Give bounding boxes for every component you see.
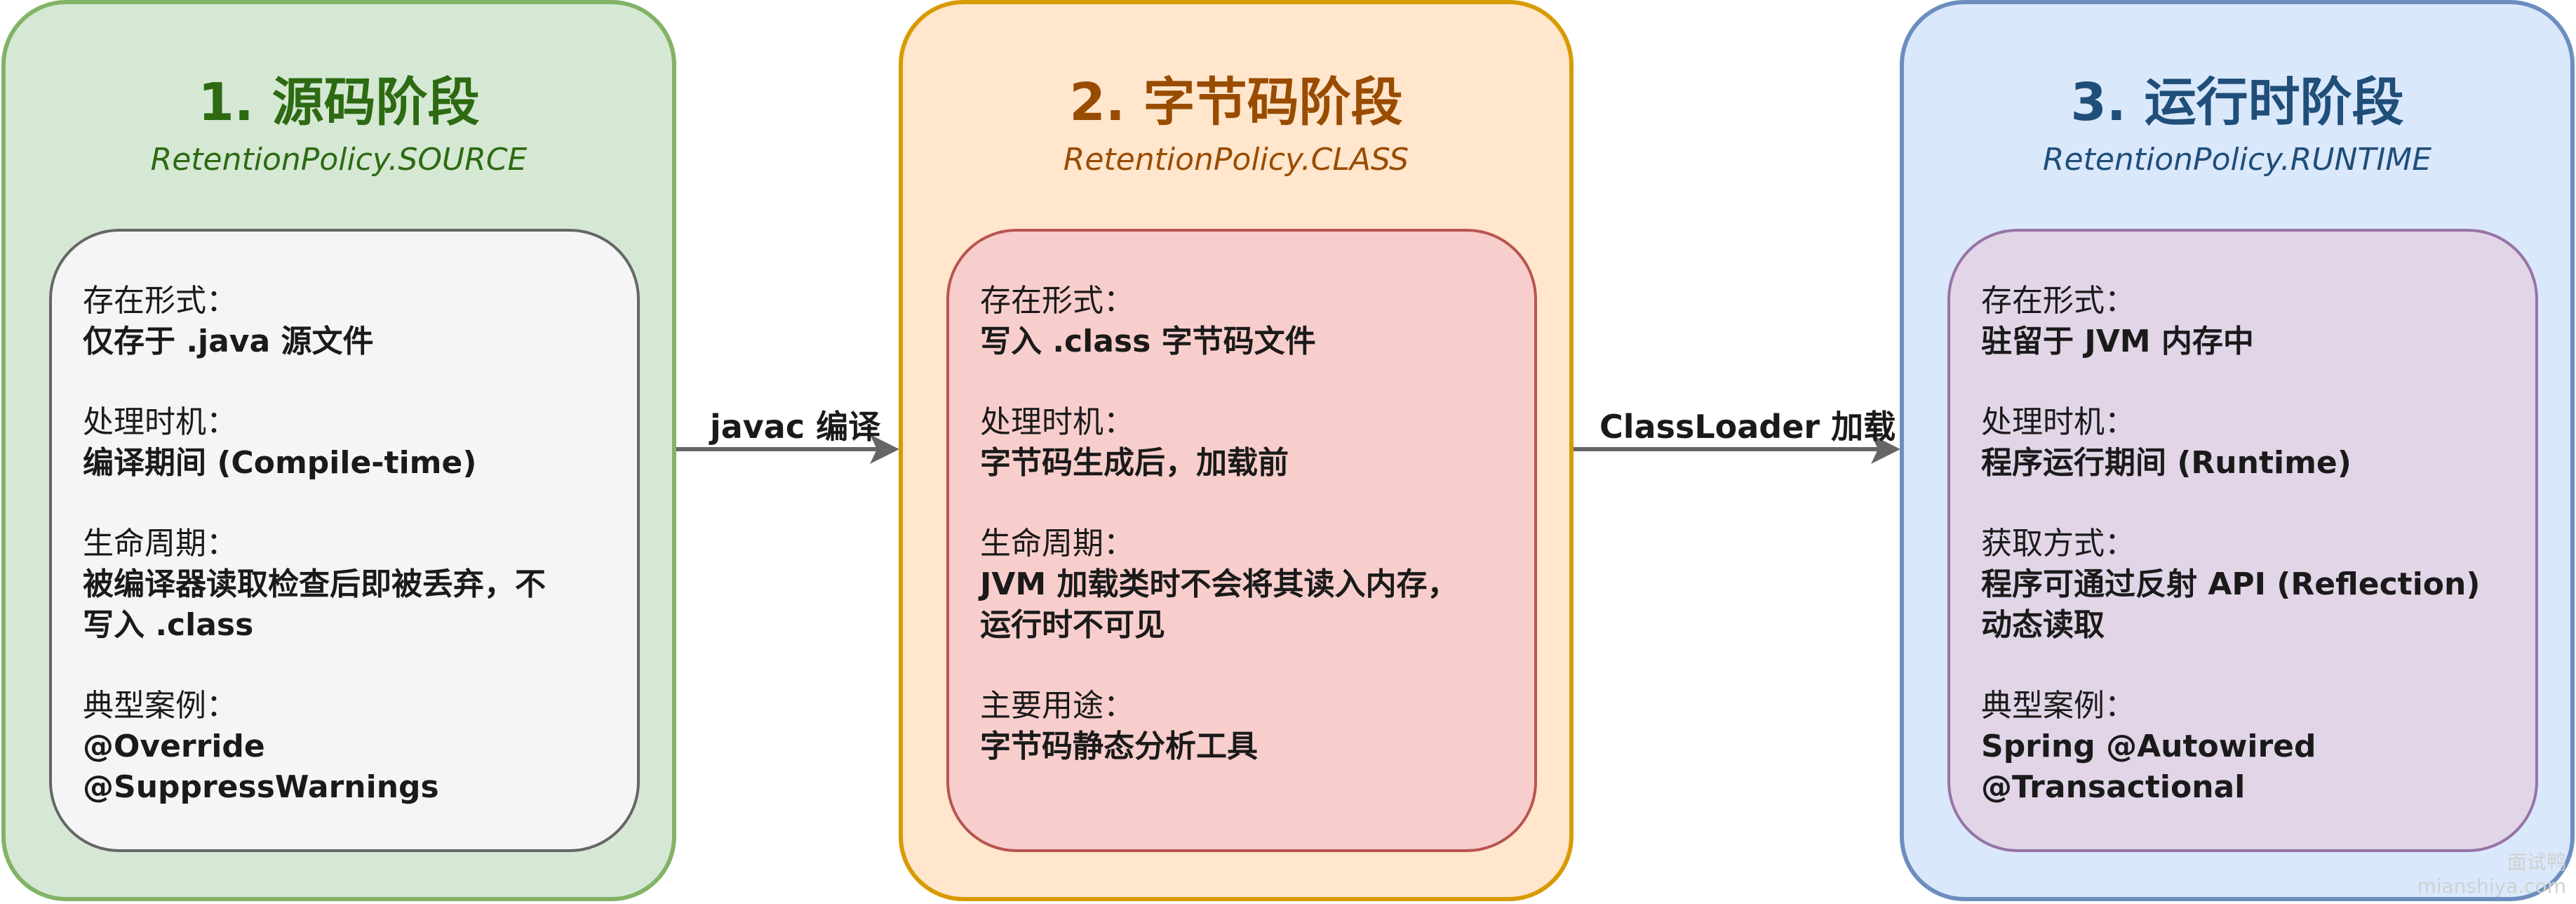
section-line: 编译期间 (Compile-time)	[83, 445, 477, 481]
stage-details-box: 存在形式： 写入 .class 字节码文件 处理时机： 字节码生成后，加载前 生…	[946, 229, 1537, 852]
detail-section: 主要用途： 字节码静态分析工具	[980, 686, 1520, 767]
section-line: 动态读取	[1981, 607, 2105, 643]
section-label: 获取方式：	[1981, 526, 2135, 561]
watermark-line: 面试鸭	[2507, 851, 2566, 874]
stage-title: 1. 源码阶段	[198, 72, 480, 133]
section-line: 驻留于 JVM 内存中	[1981, 324, 2254, 359]
section-line: 运行时不可见	[980, 607, 1165, 643]
arrow-head	[1871, 434, 1900, 464]
arrow-classloader-load	[1574, 434, 1900, 464]
detail-section: 典型案例： Spring @Autowired @Transactional	[1981, 686, 2521, 808]
arrow-label-classloader: ClassLoader 加载	[1599, 408, 1896, 446]
detail-section: 生命周期： 被编译器读取检查后即被丢弃，不 写入 .class	[83, 524, 623, 646]
section-label: 处理时机：	[980, 404, 1134, 440]
section-label: 典型案例：	[83, 688, 237, 724]
watermark: 面试鸭 mianshiya.com	[2417, 851, 2566, 898]
stage-subtitle: RetentionPolicy.CLASS	[1063, 142, 1409, 178]
arrow-head	[870, 434, 899, 464]
stage-title: 2. 字节码阶段	[1069, 72, 1403, 133]
section-line: 仅存于 .java 源文件	[83, 324, 374, 359]
section-line: Spring @Autowired	[1981, 729, 2316, 764]
arrow-javac-compile	[676, 434, 899, 464]
detail-section: 处理时机： 程序运行期间 (Runtime)	[1981, 402, 2521, 484]
detail-section: 处理时机： 字节码生成后，加载前	[980, 402, 1520, 484]
section-label: 存在形式：	[980, 283, 1134, 319]
detail-section: 典型案例： @Override @SuppressWarnings	[83, 686, 623, 808]
section-label: 生命周期：	[83, 526, 237, 561]
section-label: 典型案例：	[1981, 688, 2135, 724]
stage-subtitle: RetentionPolicy.SOURCE	[150, 142, 528, 178]
detail-section: 获取方式： 程序可通过反射 API (Reflection) 动态读取	[1981, 524, 2521, 646]
section-label: 处理时机：	[83, 404, 237, 440]
stage-details-box: 存在形式： 驻留于 JVM 内存中 处理时机： 程序运行期间 (Runtime)…	[1947, 229, 2538, 852]
section-label: 存在形式：	[83, 283, 237, 319]
section-label: 存在形式：	[1981, 283, 2135, 319]
detail-section: 存在形式： 驻留于 JVM 内存中	[1981, 281, 2521, 362]
detail-section: 存在形式： 写入 .class 字节码文件	[980, 281, 1520, 362]
section-label: 生命周期：	[980, 526, 1134, 561]
section-line: 程序运行期间 (Runtime)	[1981, 445, 2352, 481]
stage-details-box: 存在形式： 仅存于 .java 源文件 处理时机： 编译期间 (Compile-…	[49, 229, 640, 852]
stage-class-box: 2. 字节码阶段 RetentionPolicy.CLASS 存在形式： 写入 …	[899, 0, 1574, 901]
section-line: 字节码生成后，加载前	[980, 445, 1289, 481]
stage-source-box: 1. 源码阶段 RetentionPolicy.SOURCE 存在形式： 仅存于…	[1, 0, 676, 901]
stage-runtime-box: 3. 运行时阶段 RetentionPolicy.RUNTIME 存在形式： 驻…	[1900, 0, 2575, 901]
section-line: @SuppressWarnings	[83, 769, 439, 805]
detail-section: 存在形式： 仅存于 .java 源文件	[83, 281, 623, 362]
detail-section: 处理时机： 编译期间 (Compile-time)	[83, 402, 623, 484]
section-label: 主要用途：	[980, 688, 1134, 724]
section-line: @Transactional	[1981, 769, 2246, 805]
section-line: JVM 加载类时不会将其读入内存，	[980, 566, 1458, 602]
stage-title: 3. 运行时阶段	[2070, 72, 2404, 133]
section-line: 写入 .class 字节码文件	[980, 324, 1316, 359]
watermark-line: mianshiya.com	[2417, 875, 2566, 898]
section-line: @Override	[83, 729, 265, 764]
detail-section: 生命周期： JVM 加载类时不会将其读入内存， 运行时不可见	[980, 524, 1520, 646]
stage-subtitle: RetentionPolicy.RUNTIME	[2042, 142, 2432, 178]
section-line: 字节码静态分析工具	[980, 729, 1258, 764]
section-line: 写入 .class	[83, 607, 254, 643]
section-line: 被编译器读取检查后即被丢弃，不	[83, 566, 546, 602]
section-line: 程序可通过反射 API (Reflection)	[1981, 566, 2481, 602]
section-label: 处理时机：	[1981, 404, 2135, 440]
arrow-label-javac: javac 编译	[710, 408, 881, 446]
